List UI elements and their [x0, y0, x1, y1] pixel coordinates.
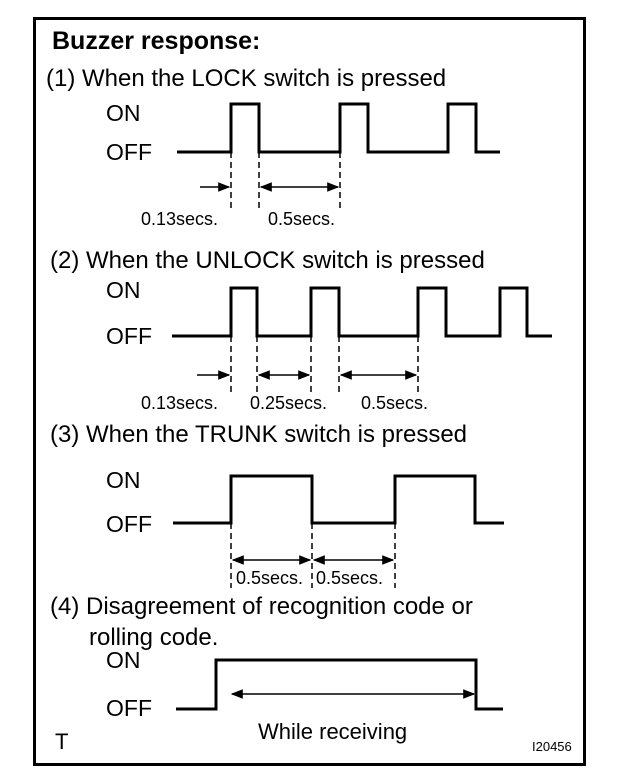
section-3-on-label: ON	[106, 467, 141, 493]
diagram-title: Buzzer response:	[52, 27, 260, 55]
section-2-duration-pulse: 0.13secs.	[141, 393, 218, 413]
section-4-heading-line1: (4) Disagreement of recognition code or	[50, 593, 473, 620]
section-3-waveform	[173, 474, 504, 525]
section-3-off-label: OFF	[106, 511, 152, 537]
section-2-waveform	[172, 286, 552, 338]
section-3-duration-on: 0.5secs.	[236, 568, 303, 588]
section-4-waveform	[176, 658, 503, 711]
figure-id: I20456	[532, 739, 572, 754]
section-4-off-label: OFF	[106, 695, 152, 721]
section-1-on-label: ON	[106, 100, 141, 126]
section-2-duration-long-gap: 0.5secs.	[361, 393, 428, 413]
diagram-frame	[33, 17, 586, 766]
section-1-heading: (1) When the LOCK switch is pressed	[46, 65, 446, 92]
section-4-heading-line2: rolling code.	[89, 624, 218, 651]
section-1-off-label: OFF	[106, 139, 152, 165]
section-4-on-label: ON	[106, 647, 141, 673]
section-3-heading: (3) When the TRUNK switch is pressed	[50, 421, 467, 448]
section-2-off-label: OFF	[106, 323, 152, 349]
section-1-duration-gap: 0.5secs.	[268, 209, 335, 229]
section-4-duration-label: While receiving	[258, 719, 407, 744]
section-2-duration-short-gap: 0.25secs.	[250, 393, 327, 413]
corner-mark: T	[55, 729, 68, 754]
section-2-on-label: ON	[106, 277, 141, 303]
section-1-duration-pulse: 0.13secs.	[141, 209, 218, 229]
section-1-waveform	[177, 102, 500, 154]
section-3-duration-off: 0.5secs.	[316, 568, 383, 588]
section-2-heading: (2) When the UNLOCK switch is pressed	[50, 247, 485, 274]
